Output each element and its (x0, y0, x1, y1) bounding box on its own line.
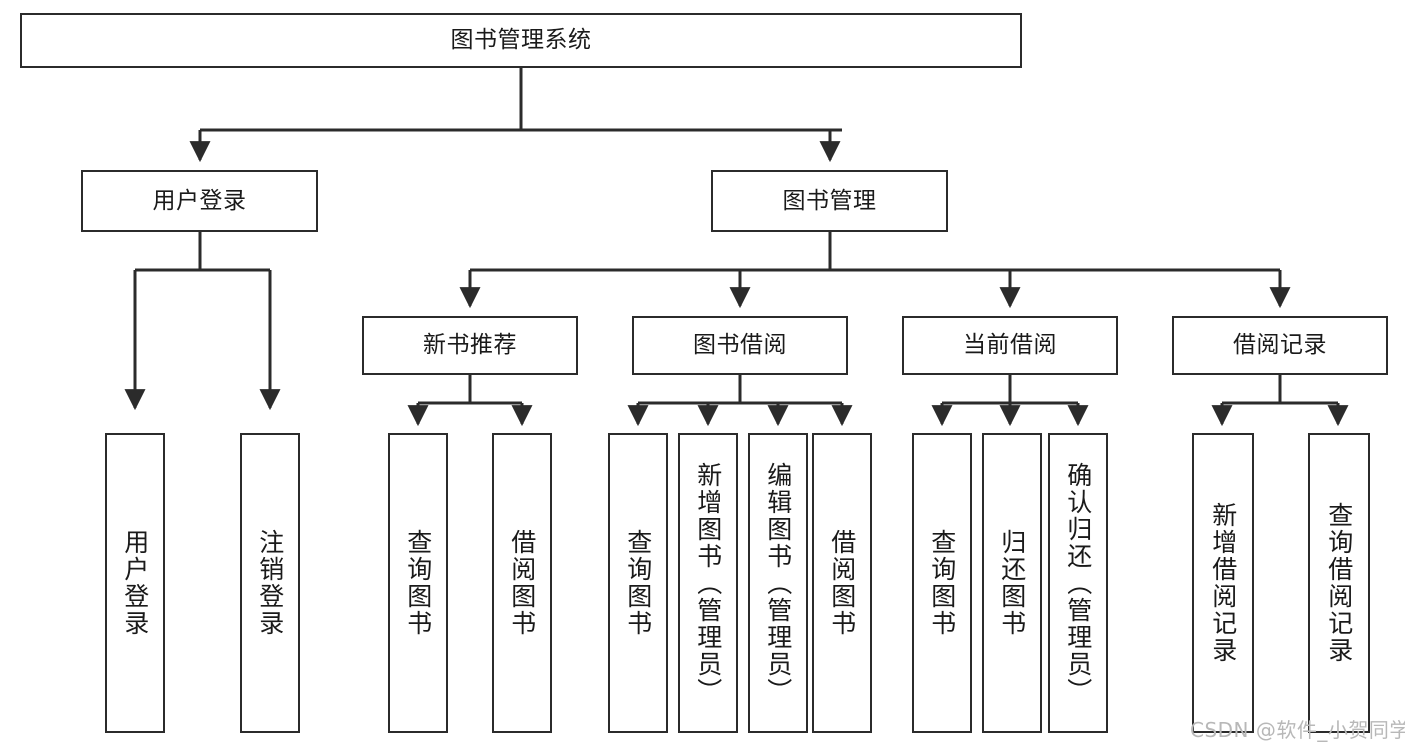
node-leaf-add-record-label: 新增借阅记录 (1208, 502, 1238, 664)
node-leaf-query-book-1[interactable]: 查询图书 (388, 433, 448, 733)
node-leaf-query-record[interactable]: 查询借阅记录 (1308, 433, 1370, 733)
node-leaf-edit-book[interactable]: 编辑图书（管理员） (748, 433, 808, 733)
node-user-login[interactable]: 用户登录 (81, 170, 318, 232)
node-borrow-record[interactable]: 借阅记录 (1172, 316, 1388, 375)
node-user-login-label: 用户登录 (152, 187, 247, 214)
node-leaf-borrow-book-2[interactable]: 借阅图书 (812, 433, 872, 733)
node-leaf-borrow-book-1-label: 借阅图书 (507, 529, 537, 637)
node-leaf-logout[interactable]: 注销登录 (240, 433, 300, 733)
node-root-label: 图书管理系统 (450, 27, 592, 54)
node-book-borrow[interactable]: 图书借阅 (632, 316, 848, 375)
node-new-book-rec[interactable]: 新书推荐 (362, 316, 578, 375)
node-leaf-query-book-2-label: 查询图书 (623, 529, 653, 637)
node-leaf-logout-label: 注销登录 (255, 529, 285, 637)
node-leaf-query-book-3-label: 查询图书 (927, 529, 957, 637)
node-leaf-borrow-book-2-label: 借阅图书 (827, 529, 857, 637)
node-leaf-confirm-return-label: 确认归还（管理员） (1063, 462, 1093, 705)
node-leaf-return-book[interactable]: 归还图书 (982, 433, 1042, 733)
node-leaf-query-book-3[interactable]: 查询图书 (912, 433, 972, 733)
node-leaf-query-book-1-label: 查询图书 (403, 529, 433, 637)
node-leaf-add-book-label: 新增图书（管理员） (693, 462, 723, 705)
node-root[interactable]: 图书管理系统 (20, 13, 1022, 68)
node-current-borrow-label: 当前借阅 (963, 332, 1057, 359)
node-leaf-return-book-label: 归还图书 (997, 529, 1027, 637)
node-leaf-add-record[interactable]: 新增借阅记录 (1192, 433, 1254, 733)
node-leaf-query-record-label: 查询借阅记录 (1324, 502, 1354, 664)
node-leaf-edit-book-label: 编辑图书（管理员） (763, 462, 793, 705)
node-leaf-query-book-2[interactable]: 查询图书 (608, 433, 668, 733)
node-leaf-borrow-book-1[interactable]: 借阅图书 (492, 433, 552, 733)
node-book-borrow-label: 图书借阅 (693, 332, 787, 359)
node-book-manage[interactable]: 图书管理 (711, 170, 948, 232)
node-leaf-add-book[interactable]: 新增图书（管理员） (678, 433, 738, 733)
node-book-manage-label: 图书管理 (782, 187, 877, 214)
node-new-book-rec-label: 新书推荐 (423, 332, 517, 359)
node-current-borrow[interactable]: 当前借阅 (902, 316, 1118, 375)
node-leaf-user-login-label: 用户登录 (120, 529, 150, 637)
node-leaf-user-login[interactable]: 用户登录 (105, 433, 165, 733)
node-leaf-confirm-return[interactable]: 确认归还（管理员） (1048, 433, 1108, 733)
node-borrow-record-label: 借阅记录 (1233, 332, 1327, 359)
